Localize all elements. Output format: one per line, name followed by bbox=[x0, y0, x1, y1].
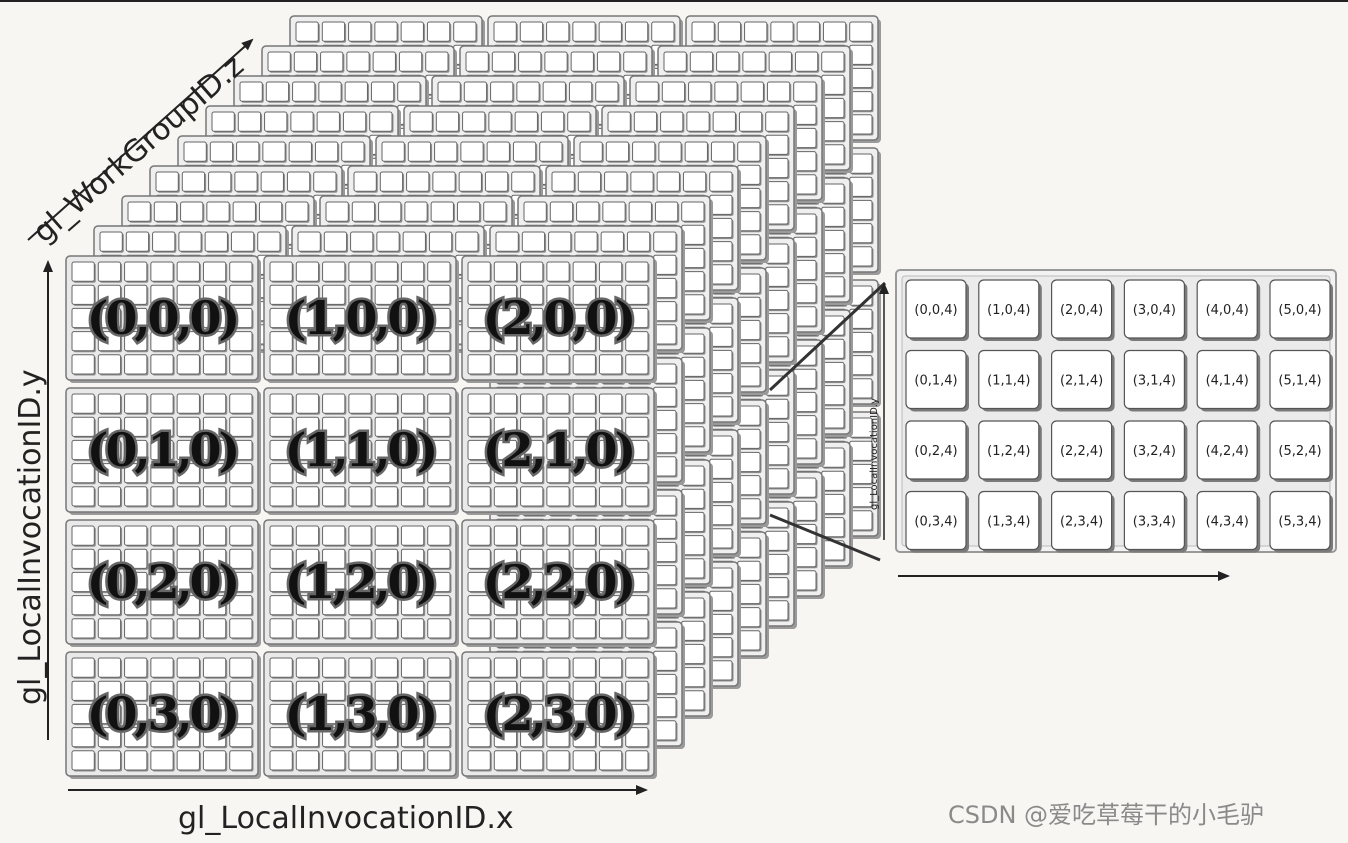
slice-cell-label: (0,2,4) bbox=[914, 444, 957, 459]
block-label: (2,3,0) bbox=[483, 687, 634, 741]
slice-cell: (1,2,4) bbox=[978, 420, 1042, 482]
slice-cell-label: (2,3,4) bbox=[1060, 515, 1103, 530]
block-label: (2,2,0) bbox=[483, 555, 634, 609]
slice-cell: (4,1,4) bbox=[1196, 349, 1261, 412]
block-label: (0,3,0) bbox=[87, 687, 238, 741]
slice-cell: (1,1,4) bbox=[978, 349, 1042, 412]
slice-cell: (0,1,4) bbox=[905, 349, 969, 412]
slice-cell: (3,1,4) bbox=[1123, 349, 1188, 412]
slice-cell: (3,2,4) bbox=[1123, 420, 1188, 482]
slice-cell-label: (3,3,4) bbox=[1133, 515, 1176, 530]
slice-cell: (2,1,4) bbox=[1050, 349, 1115, 412]
workgroup-block bbox=[263, 255, 459, 383]
workgroup-block bbox=[65, 651, 261, 779]
slice-cell: (5,1,4) bbox=[1269, 349, 1333, 412]
slice-y-axis-label: gl_LocalInvocationID.y bbox=[869, 398, 880, 510]
workgroup-block bbox=[263, 387, 459, 515]
slice-cell: (3,3,4) bbox=[1123, 490, 1188, 553]
block-label: (0,1,0) bbox=[87, 423, 238, 477]
slice-cell: (3,0,4) bbox=[1123, 279, 1188, 341]
block-label: (1,3,0) bbox=[285, 687, 436, 741]
block-label: (2,1,0) bbox=[483, 423, 634, 477]
workgroup-block bbox=[65, 387, 261, 515]
z-axis-arrow bbox=[27, 38, 254, 241]
slice-cell-label: (0,0,4) bbox=[914, 303, 957, 318]
slice-cell-label: (5,3,4) bbox=[1278, 515, 1321, 530]
workgroup-block bbox=[65, 255, 261, 383]
slice-cell-label: (0,3,4) bbox=[914, 515, 957, 530]
workgroup-block bbox=[461, 651, 657, 779]
slice-cell: (0,3,4) bbox=[905, 490, 969, 553]
block-label: (1,0,0) bbox=[285, 291, 436, 345]
watermark-text: CSDN @爱吃草莓干的小毛驴 bbox=[948, 801, 1264, 829]
slice-cell: (1,0,4) bbox=[978, 279, 1042, 341]
workgroup-stack bbox=[65, 15, 881, 779]
workgroup-block bbox=[461, 519, 657, 647]
slice-cell: (4,2,4) bbox=[1196, 420, 1261, 482]
slice-cell-label: (1,3,4) bbox=[987, 515, 1030, 530]
workgroup-block bbox=[65, 519, 261, 647]
block-label: (0,0,0) bbox=[87, 291, 238, 345]
slice-cell-label: (4,3,4) bbox=[1206, 515, 1249, 530]
slice-cell-label: (5,2,4) bbox=[1278, 444, 1321, 459]
slice-cell: (5,2,4) bbox=[1269, 420, 1333, 482]
slice-cell: (2,2,4) bbox=[1050, 420, 1115, 482]
slice-cell: (5,3,4) bbox=[1269, 490, 1333, 553]
slice-cell-label: (3,2,4) bbox=[1133, 444, 1176, 459]
workgroup-block bbox=[263, 519, 459, 647]
block-label: (2,0,0) bbox=[483, 291, 634, 345]
slice-cell-label: (4,0,4) bbox=[1206, 303, 1249, 318]
slice-cell-label: (4,1,4) bbox=[1206, 374, 1249, 389]
front-layer bbox=[65, 255, 657, 779]
slice-cells: (0,0,4) (1,0,4) (2,0,4) (3,0,4) (4,0,4) (5,0,… bbox=[905, 279, 1333, 553]
x-axis-label: gl_LocalInvocationID.x bbox=[178, 801, 514, 836]
slice-cell-label: (2,0,4) bbox=[1060, 303, 1103, 318]
workgroup-block bbox=[461, 387, 657, 515]
slice-cell-label: (0,1,4) bbox=[914, 374, 957, 389]
block-label: (1,1,0) bbox=[285, 423, 436, 477]
slice-cell-label: (3,0,4) bbox=[1133, 303, 1176, 318]
workgroup-block bbox=[263, 651, 459, 779]
slice-cell-label: (3,1,4) bbox=[1133, 374, 1176, 389]
slice-cell-label: (2,2,4) bbox=[1060, 444, 1103, 459]
y-axis-label: gl_LocalInvocationID.y bbox=[13, 369, 48, 705]
slice-cell: (1,3,4) bbox=[978, 490, 1042, 553]
slice-cell: (4,3,4) bbox=[1196, 490, 1261, 553]
connector-line-top bbox=[768, 281, 887, 392]
front-layer-labels: (0,0,0) (1,0,0) (2,0,0) (0,1,0) (1,1,0) (2,1,… bbox=[84, 289, 639, 744]
slice-cell-label: (5,1,4) bbox=[1278, 374, 1321, 389]
workgroup-block bbox=[461, 255, 657, 383]
connector-line-bottom bbox=[769, 513, 881, 562]
slice-cell-label: (2,1,4) bbox=[1060, 374, 1103, 389]
slice-cell-label: (5,0,4) bbox=[1278, 303, 1321, 318]
slice-cell-label: (4,2,4) bbox=[1206, 444, 1249, 459]
slice-cell: (0,2,4) bbox=[905, 420, 969, 482]
slice-cell-label: (1,1,4) bbox=[987, 374, 1030, 389]
slice-cell: (5,0,4) bbox=[1269, 279, 1333, 341]
slice-cell-label: (1,2,4) bbox=[987, 444, 1030, 459]
slice-cell: (2,3,4) bbox=[1050, 490, 1115, 553]
block-label: (0,2,0) bbox=[87, 555, 238, 609]
slice-cell: (4,0,4) bbox=[1196, 279, 1261, 341]
slice-cell: (0,0,4) bbox=[905, 279, 969, 341]
slice-cell-label: (1,0,4) bbox=[987, 303, 1030, 318]
slice-cell: (2,0,4) bbox=[1050, 279, 1115, 341]
block-label: (1,2,0) bbox=[285, 555, 436, 609]
